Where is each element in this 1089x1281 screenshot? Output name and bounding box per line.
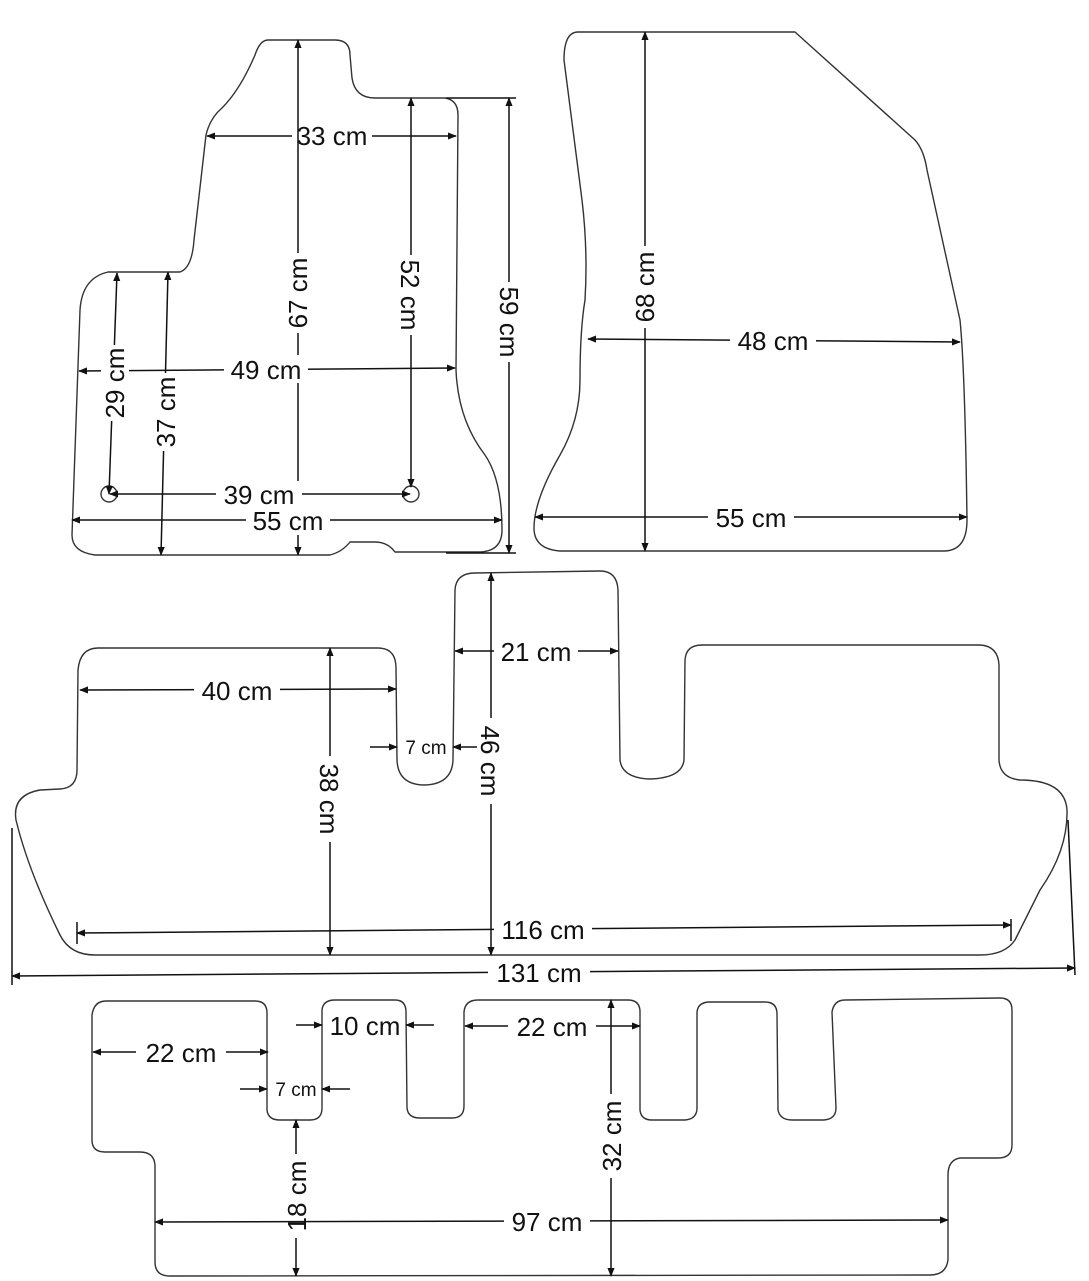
label-left-width: 40 cm [202, 676, 273, 706]
label-inner-width: 116 cm [501, 915, 584, 945]
label-overall-height: 67 cm [283, 258, 313, 329]
label-side-height: 59 cm [494, 287, 524, 358]
label-mid-width: 48 cm [738, 326, 809, 356]
label-left-height-b: 37 cm [151, 377, 181, 448]
label-step-height: 18 cm [282, 1161, 312, 1232]
passenger-mat: 68 cm 48 cm 55 cm [533, 31, 968, 552]
passenger-mat-outline [533, 31, 968, 552]
label-top-width: 33 cm [297, 121, 368, 151]
ext-line-overall-right [1067, 819, 1076, 976]
label-tunnel-width: 21 cm [501, 637, 572, 667]
label-mid-width: 49 cm [231, 355, 302, 385]
label-left-height: 38 cm [314, 764, 344, 835]
label-left-width: 22 cm [146, 1038, 217, 1068]
driver-mat-outline [71, 39, 503, 556]
middle-row-mat-outline [14, 570, 1068, 956]
label-left-height-a: 29 cm [100, 348, 130, 419]
middle-row-mat: 21 cm 40 cm 7 cm 46 cm 38 cm 116 cm 131 … [11, 570, 1076, 988]
label-hole-spacing: 39 cm [224, 480, 295, 510]
third-row-mat: 22 cm 10 cm 22 cm 7 cm 32 cm 18 cm 97 cm [91, 997, 1013, 1277]
label-tab-width: 10 cm [330, 1011, 401, 1041]
label-right-height: 52 cm [395, 260, 425, 331]
label-height: 32 cm [597, 1101, 627, 1172]
label-bottom-width: 97 cm [512, 1207, 583, 1237]
label-overall-width: 131 cm [496, 958, 581, 988]
label-height: 68 cm [630, 252, 660, 323]
label-notch-width: 7 cm [275, 1080, 316, 1101]
driver-mat: 33 cm 67 cm 52 cm 59 cm 49 cm 29 cm 37 c… [71, 39, 524, 556]
label-bottom-width: 55 cm [716, 503, 787, 533]
label-mid-width: 22 cm [517, 1012, 588, 1042]
label-notch-width: 7 cm [405, 738, 446, 759]
label-tunnel-height: 46 cm [475, 726, 505, 797]
third-row-mat-outline [91, 997, 1013, 1277]
label-bottom-width: 55 cm [253, 506, 324, 536]
